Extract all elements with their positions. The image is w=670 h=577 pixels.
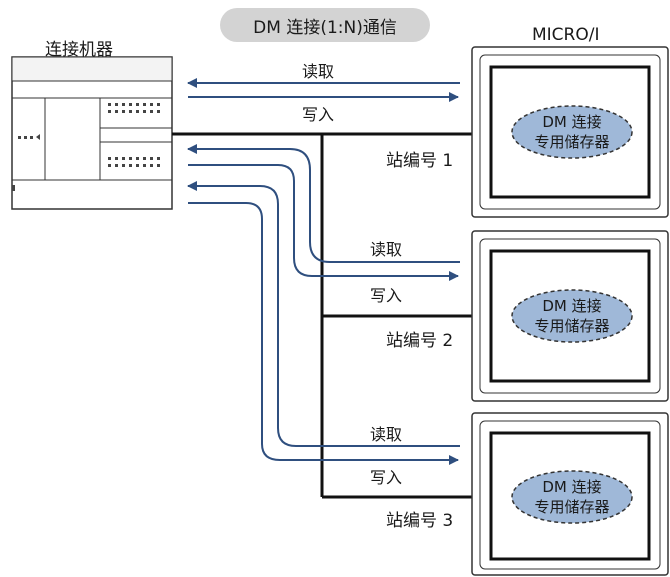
read-arrow-3 [187, 181, 460, 447]
dm-memory-label-1: DM 连接 专用储存器 [512, 112, 632, 152]
plc-device [11, 56, 173, 210]
dm-line-1: DM 连接 [542, 113, 602, 131]
network-bus [172, 132, 478, 499]
micro-i-panel-3 [471, 412, 669, 576]
dm-memory-label-2: DM 连接 专用储存器 [512, 296, 632, 336]
dm-memory-label-3: DM 连接 专用储存器 [512, 477, 632, 517]
dm-line-2: 专用储存器 [534, 133, 610, 151]
station-label-2: 站编号 2 [386, 331, 454, 351]
write-arrow-2 [188, 164, 459, 281]
panel-label: MICRO/I [532, 25, 600, 45]
dm-line-1: DM 连接 [542, 478, 602, 496]
micro-i-panel-1 [471, 46, 669, 218]
read-arrow-2 [187, 144, 460, 263]
read-label-2: 读取 [370, 240, 403, 259]
station-label-1: 站编号 1 [386, 151, 454, 171]
communication-arrows [187, 78, 460, 465]
read-label-3: 读取 [370, 425, 403, 444]
dm-line-2: 专用储存器 [534, 498, 610, 516]
read-label-1: 读取 [302, 62, 335, 81]
dm-line-2: 专用储存器 [534, 317, 610, 335]
diagram-title: DM 连接(1:N)通信 [220, 8, 430, 42]
micro-i-panel-2 [471, 230, 669, 402]
write-arrow-3 [188, 202, 459, 465]
dm-line-1: DM 连接 [542, 297, 602, 315]
write-label-1: 写入 [302, 105, 335, 124]
write-label-3: 写入 [370, 468, 403, 487]
write-label-2: 写入 [370, 286, 403, 305]
device-label: 连接机器 [45, 40, 113, 60]
station-label-3: 站编号 3 [386, 511, 454, 531]
